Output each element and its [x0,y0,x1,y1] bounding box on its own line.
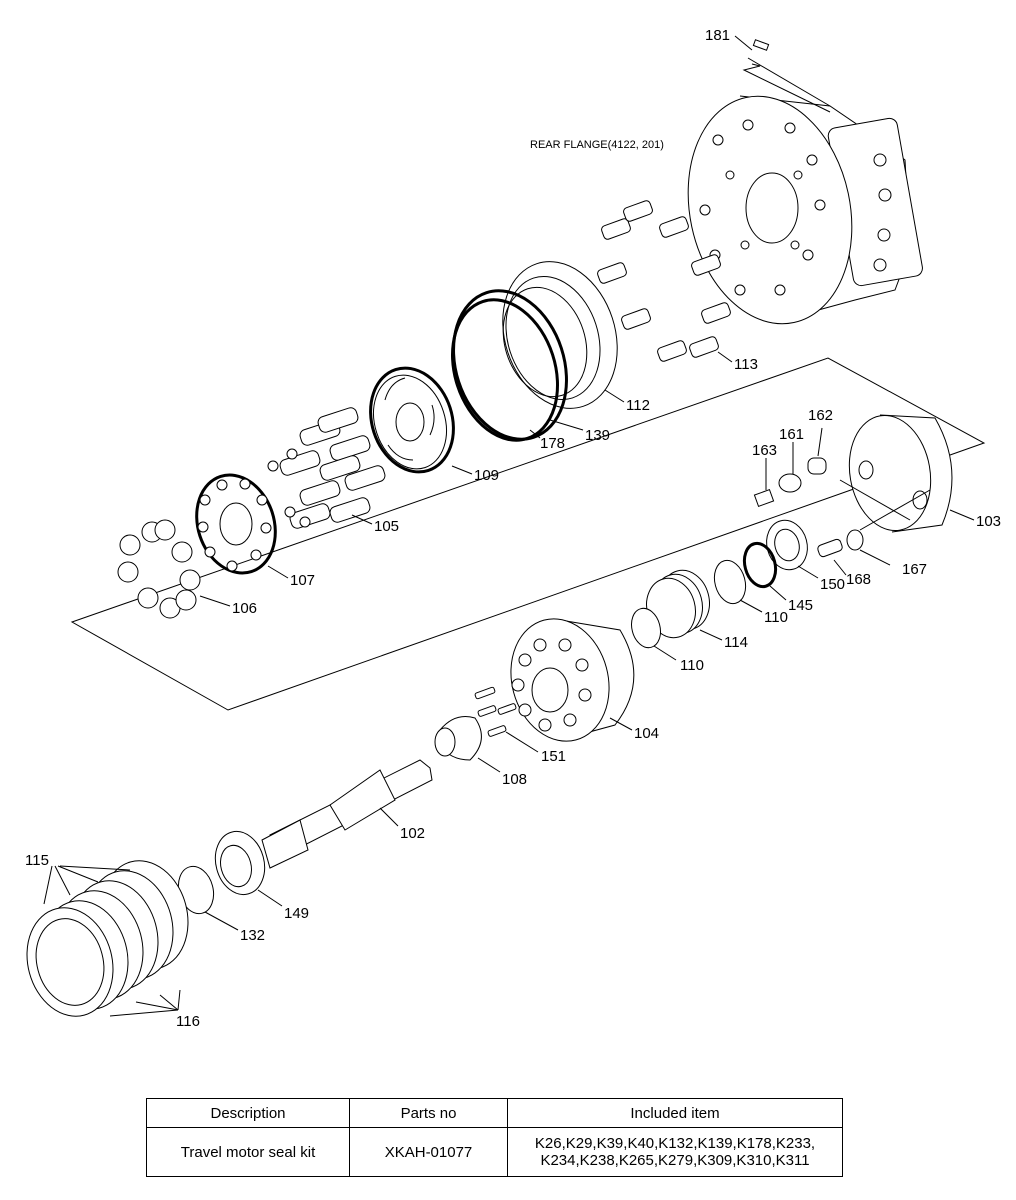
swash-plate-103 [848,414,953,533]
o-ring-178 [450,298,560,442]
spring-163 [753,488,775,508]
pins-151 [474,686,517,737]
callout-151: 151 [541,748,566,765]
callout-113: 113 [734,356,758,373]
column-header: Parts no [349,1098,508,1128]
rear-flange-label: REAR FLANGE(4122, 201) [530,139,664,151]
table-header-row: Description Parts no Included item [146,1098,843,1128]
included-items-cell: K26,K29,K39,K40,K132,K139,K178,K233, K23… [507,1127,843,1177]
cylinder-block-104 [510,618,635,742]
parts-no-cell: XKAH-01077 [349,1127,508,1177]
description-cell: Travel motor seal kit [146,1127,350,1177]
pin-181 [752,39,770,51]
callout-110-a: 110 [764,609,788,626]
callout-145: 145 [788,597,813,614]
callout-110-b: 110 [680,657,704,674]
callout-168: 168 [846,571,871,588]
callout-105: 105 [374,518,399,535]
exploded-parts-diagram: REAR FLANGE(4122, 201) 181 113 112 139 1… [25,27,1001,1030]
callout-149: 149 [284,905,309,922]
callout-163: 163 [752,442,777,459]
callout-104: 104 [634,725,659,742]
callout-162: 162 [808,407,833,424]
rear-flange [687,95,923,325]
column-header: Included item [507,1098,843,1128]
callout-103: 103 [976,513,1001,530]
callout-150: 150 [820,576,845,593]
ball-161 [778,473,802,493]
valve-plate-109 [369,366,455,474]
callout-181: 181 [705,27,730,44]
callout-114: 114 [724,634,748,651]
callout-107: 107 [290,572,315,589]
bushing-108 [434,716,482,761]
snap-ring-145 [742,541,778,589]
callout-167: 167 [902,561,927,578]
bearing-149 [214,830,266,896]
callout-115: 115 [25,852,49,869]
column-header: Description [146,1098,350,1128]
callout-102: 102 [400,825,425,842]
callout-116: 116 [176,1013,200,1030]
brake-discs [26,860,189,1017]
callout-178: 178 [540,435,565,452]
washer-167 [846,529,864,551]
callout-106: 106 [232,600,257,617]
callout-112: 112 [626,397,650,414]
retainer-plate-107 [195,473,277,575]
table-row: Travel motor seal kit XKAH-01077 K26,K29… [146,1127,843,1177]
callout-108: 108 [502,771,527,788]
included-line-1: K26,K29,K39,K40,K132,K139,K178,K233, [534,1135,816,1152]
callout-132: 132 [240,927,265,944]
brake-piston-112 [502,261,618,409]
plug-162 [807,457,827,475]
seal-kit-table: Description Parts no Included item Trave… [146,1098,843,1177]
washer-110-a [713,559,747,605]
bearing-150 [766,519,808,571]
spring-114 [646,569,710,639]
included-line-2: K234,K238,K265,K279,K309,K310,K311 [540,1152,810,1169]
washer-110-b [631,607,661,649]
springs-113 [597,200,731,362]
piston-set-105 [267,407,386,529]
callout-109: 109 [474,467,499,484]
callout-161: 161 [779,426,804,443]
pin-168 [817,538,843,558]
group-box [70,357,986,711]
shaft-102 [261,759,433,869]
shoes-106 [117,519,201,619]
callout-139: 139 [585,427,610,444]
